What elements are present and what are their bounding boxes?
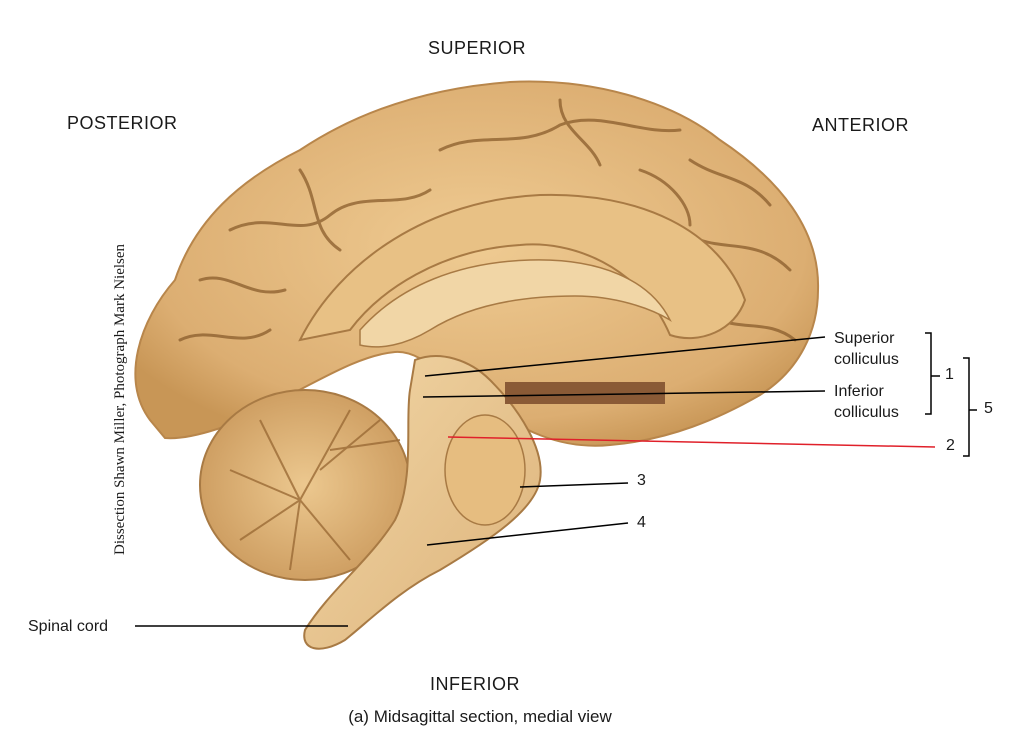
leader-3 bbox=[519, 482, 629, 488]
spinal-cord-label: Spinal cord bbox=[28, 618, 109, 635]
brackets bbox=[925, 332, 977, 457]
inferior-label: INFERIOR bbox=[430, 674, 521, 694]
label-number-4: 4 bbox=[637, 514, 646, 531]
corpus-callosum bbox=[359, 259, 672, 348]
leader-2-highlight bbox=[447, 436, 936, 448]
bracket-5 bbox=[963, 357, 970, 457]
pons bbox=[444, 414, 526, 526]
label-number-3: 3 bbox=[637, 472, 646, 489]
label-number-2: 2 bbox=[946, 437, 955, 454]
leader-inferior-colliculus bbox=[422, 390, 826, 398]
bracket-1 bbox=[925, 332, 932, 415]
leader-4 bbox=[426, 522, 629, 546]
cingulate-gyrus bbox=[298, 193, 747, 342]
arbor-vitae bbox=[229, 409, 401, 571]
posterior-label: POSTERIOR bbox=[67, 113, 178, 133]
leader-lines bbox=[135, 336, 826, 627]
label-number-5: 5 bbox=[984, 400, 993, 417]
superior-colliculus-label: Superior colliculus bbox=[834, 330, 899, 368]
figure-caption: (a) Midsagittal section, medial view bbox=[348, 707, 612, 726]
redaction-block bbox=[505, 382, 665, 404]
superior-label: SUPERIOR bbox=[428, 38, 527, 58]
sulci bbox=[178, 98, 797, 342]
anterior-label: ANTERIOR bbox=[812, 115, 910, 135]
label-number-1: 1 bbox=[945, 366, 954, 383]
leader-superior-colliculus bbox=[424, 336, 826, 377]
inferior-colliculus-label: Inferior colliculus bbox=[834, 383, 899, 421]
